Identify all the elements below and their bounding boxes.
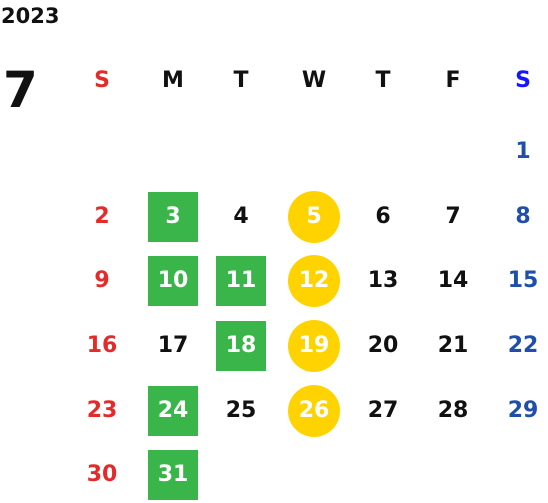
month-label: 7	[3, 61, 38, 119]
day-cell[interactable]: 11	[211, 256, 271, 306]
day-number: 21	[437, 333, 469, 358]
day-number: 15	[507, 268, 539, 293]
day-cell[interactable]: 30	[72, 455, 132, 495]
weekday-header: S	[515, 68, 531, 93]
weekday-header: F	[445, 68, 461, 93]
day-cell[interactable]: 10	[143, 256, 203, 306]
green-square-marker	[216, 321, 266, 371]
day-cell[interactable]: 28	[423, 391, 483, 431]
day-number: 16	[86, 333, 118, 358]
day-number: 31	[157, 462, 189, 487]
day-number: 1	[515, 139, 531, 164]
day-number: 12	[298, 268, 330, 293]
day-cell[interactable]: 13	[353, 261, 413, 301]
day-number: 19	[298, 333, 330, 358]
day-cell[interactable]: 16	[72, 326, 132, 366]
day-cell[interactable]: 26	[284, 385, 344, 437]
day-cell[interactable]: 20	[353, 326, 413, 366]
day-cell[interactable]: 18	[211, 321, 271, 371]
day-cell[interactable]: 3	[143, 192, 203, 242]
day-number: 23	[86, 398, 118, 423]
day-number: 6	[375, 204, 391, 229]
day-cell[interactable]: 29	[493, 391, 548, 431]
day-number: 26	[298, 398, 330, 423]
day-cell[interactable]: 5	[284, 191, 344, 243]
green-square-marker	[148, 192, 198, 242]
yellow-circle-marker	[288, 191, 340, 243]
day-number: 14	[437, 268, 469, 293]
weekday-header: T	[233, 68, 249, 93]
day-number: 8	[515, 204, 531, 229]
day-cell[interactable]: 27	[353, 391, 413, 431]
weekday-header: W	[301, 68, 327, 93]
day-number: 29	[507, 398, 539, 423]
day-cell[interactable]: 22	[493, 326, 548, 366]
weekday-header: S	[94, 68, 110, 93]
day-number: 17	[157, 333, 189, 358]
day-cell[interactable]: 1	[493, 132, 548, 172]
day-cell[interactable]: 19	[284, 320, 344, 372]
day-cell[interactable]: 8	[493, 197, 548, 237]
year-label: 2023	[1, 4, 60, 28]
day-number: 2	[94, 204, 110, 229]
day-cell[interactable]: 25	[211, 391, 271, 431]
day-number: 20	[367, 333, 399, 358]
day-number: 30	[86, 462, 118, 487]
day-cell[interactable]: 6	[353, 197, 413, 237]
day-cell[interactable]: 2	[72, 197, 132, 237]
day-cell[interactable]: 7	[423, 197, 483, 237]
day-number: 7	[445, 204, 461, 229]
yellow-circle-marker	[288, 255, 340, 307]
day-number: 25	[225, 398, 257, 423]
day-cell[interactable]: 31	[143, 450, 203, 500]
day-number: 4	[233, 204, 249, 229]
yellow-circle-marker	[288, 320, 340, 372]
day-cell[interactable]: 9	[72, 261, 132, 301]
day-cell[interactable]: 24	[143, 386, 203, 436]
green-square-marker	[216, 256, 266, 306]
green-square-marker	[148, 450, 198, 500]
day-number: 28	[437, 398, 469, 423]
day-number: 10	[157, 268, 189, 293]
day-cell[interactable]: 23	[72, 391, 132, 431]
day-number: 3	[165, 204, 181, 229]
day-number: 18	[225, 333, 257, 358]
weekday-header: M	[162, 68, 184, 93]
day-number: 11	[225, 268, 257, 293]
day-cell[interactable]: 4	[211, 197, 271, 237]
green-square-marker	[148, 256, 198, 306]
day-number: 5	[306, 204, 322, 229]
green-square-marker	[148, 386, 198, 436]
day-cell[interactable]: 12	[284, 255, 344, 307]
day-cell[interactable]: 15	[493, 261, 548, 301]
yellow-circle-marker	[288, 385, 340, 437]
day-number: 24	[157, 398, 189, 423]
day-cell[interactable]: 17	[143, 326, 203, 366]
day-cell[interactable]: 21	[423, 326, 483, 366]
day-number: 27	[367, 398, 399, 423]
day-number: 13	[367, 268, 399, 293]
day-number: 22	[507, 333, 539, 358]
day-number: 9	[94, 268, 110, 293]
day-cell[interactable]: 14	[423, 261, 483, 301]
weekday-header: T	[375, 68, 391, 93]
